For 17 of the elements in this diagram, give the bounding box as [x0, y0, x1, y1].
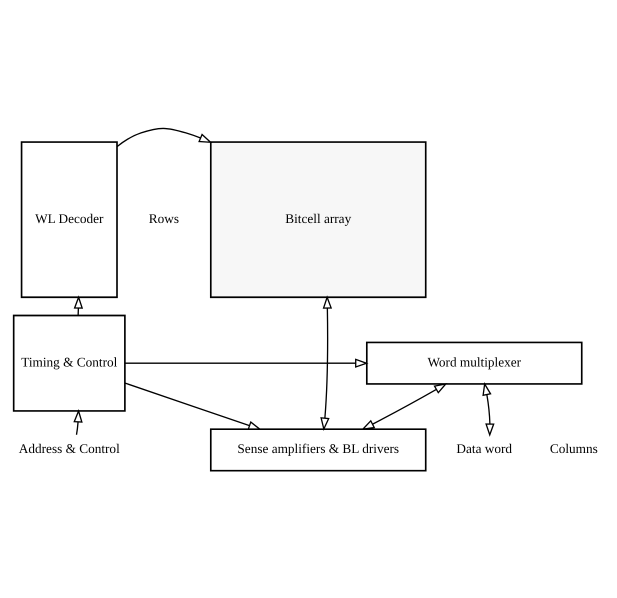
arrow — [116, 127, 212, 147]
arrow — [482, 382, 495, 436]
arrow — [74, 294, 84, 315]
arrow — [125, 358, 369, 368]
arrow — [361, 382, 448, 430]
arrow — [320, 294, 332, 430]
node-text: Data word — [456, 440, 512, 456]
arrow — [124, 382, 262, 430]
label: Rows — [148, 210, 180, 226]
node-box: Bitcell array — [210, 140, 427, 298]
node-box: Sense amplifiers & BL drivers — [210, 428, 427, 471]
label: Columns — [550, 440, 598, 456]
arrow — [73, 408, 83, 434]
node-text: Address & Control — [18, 440, 120, 456]
node-box: Word multiplexer — [366, 341, 583, 384]
node-box: Timing & Control — [12, 314, 126, 412]
node-box: WL Decoder — [20, 140, 118, 298]
